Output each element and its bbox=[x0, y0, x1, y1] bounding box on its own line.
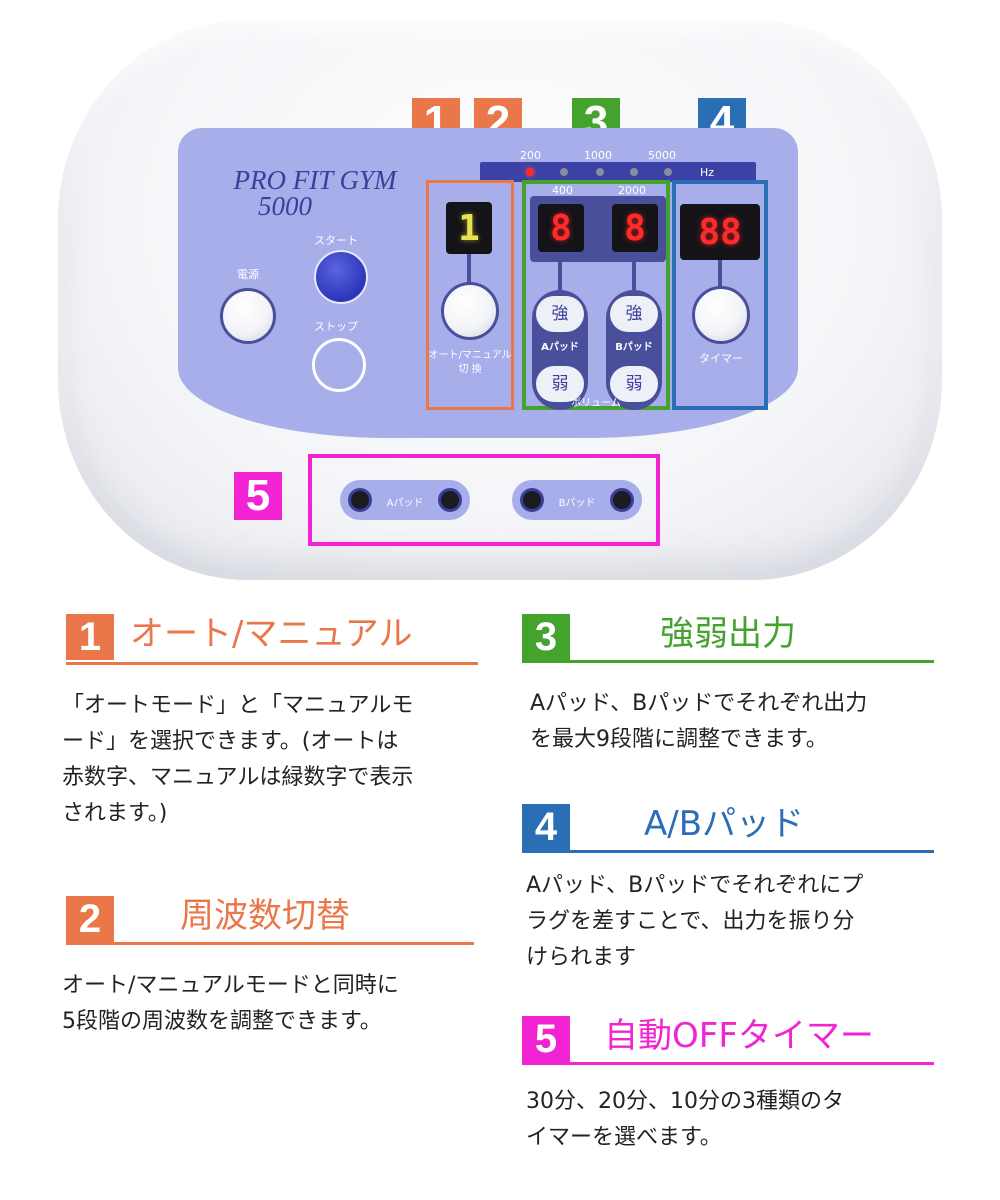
brand-name: PRO FIT GYM bbox=[233, 165, 397, 195]
pad-b-strong-button[interactable]: 強 bbox=[610, 296, 658, 332]
pad-a-display: 8 bbox=[538, 204, 584, 252]
connector-line bbox=[467, 254, 471, 284]
section-1-number: 1 bbox=[66, 614, 114, 660]
section-4-number: 4 bbox=[522, 804, 570, 850]
connector-line bbox=[558, 262, 562, 292]
mode-switch-label-2: 切 換 bbox=[458, 364, 482, 375]
section-1-body: 「オートモード」と「マニュアルモ ード」を選択できます。(オートは 赤数字、マニ… bbox=[62, 688, 492, 832]
jack-b-socket-right[interactable] bbox=[610, 488, 634, 512]
section-4-underline bbox=[522, 850, 934, 853]
connector-line bbox=[632, 262, 636, 292]
timer-label: タイマー bbox=[699, 352, 743, 365]
volume-label: ボリューム bbox=[571, 398, 621, 409]
pad-a-volume-control: 強 Aパッド 弱 bbox=[532, 290, 588, 410]
section-2-body: オート/マニュアルモードと同時に 5段階の周波数を調整できます。 bbox=[62, 968, 492, 1040]
connector-line bbox=[718, 260, 722, 288]
start-button[interactable] bbox=[314, 250, 368, 304]
pad-b-label: Bパッド bbox=[615, 342, 653, 353]
pad-a-digit: 8 bbox=[550, 207, 572, 249]
section-2-line: オート/マニュアルモードと同時に bbox=[62, 973, 399, 998]
section-4-line: Aパッド、Bパッドでそれぞれにプ bbox=[526, 873, 864, 898]
freq-led-1 bbox=[526, 168, 534, 176]
section-4-line: ラグを差すことで、出力を振り分 bbox=[526, 909, 855, 934]
section-2-underline bbox=[66, 942, 474, 945]
jack-b-label: Bパッド bbox=[558, 498, 596, 509]
section-5-number: 5 bbox=[522, 1016, 570, 1062]
section-4-title: A/Bパッド bbox=[644, 804, 805, 844]
section-3-number: 3 bbox=[522, 614, 570, 660]
start-label: スタート bbox=[314, 234, 358, 247]
section-2-line: 5段階の周波数を調整できます。 bbox=[62, 1009, 382, 1034]
pad-b-volume-control: 強 Bパッド 弱 bbox=[606, 290, 662, 410]
badge-5: 5 bbox=[234, 472, 282, 520]
freq-led-5 bbox=[664, 168, 672, 176]
freq-led-4 bbox=[630, 168, 638, 176]
freq-label-400: 400 bbox=[552, 184, 573, 197]
section-1-line: 「オートモード」と「マニュアルモ bbox=[62, 693, 414, 718]
mode-switch-label: オート/マニュアル bbox=[428, 350, 512, 361]
section-5-underline bbox=[522, 1062, 934, 1065]
highlight-box-intensity bbox=[522, 180, 670, 410]
section-5-body: 30分、20分、10分の3種類のタ イマーを選べます。 bbox=[526, 1084, 956, 1156]
section-3-line: を最大9段階に調整できます。 bbox=[530, 727, 828, 752]
jack-a-plate: Aパッド bbox=[340, 480, 470, 520]
jack-a-label: Aパッド bbox=[386, 498, 424, 509]
section-1-line: されます。) bbox=[62, 801, 168, 826]
section-3-underline bbox=[522, 660, 934, 663]
pad-b-digit: 8 bbox=[624, 207, 646, 249]
power-label: 電源 bbox=[237, 268, 259, 281]
section-1-underline bbox=[66, 662, 478, 665]
section-5-line: イマーを選べます。 bbox=[526, 1125, 722, 1150]
mode-display: 1 bbox=[446, 202, 492, 254]
jack-b-plate: Bパッド bbox=[512, 480, 642, 520]
section-5-title: 自動OFFタイマー bbox=[604, 1016, 874, 1056]
timer-digits: 88 bbox=[698, 211, 742, 253]
section-2-title: 周波数切替 bbox=[180, 896, 350, 936]
pad-b-weak-button[interactable]: 弱 bbox=[610, 366, 658, 402]
section-1-line: 赤数字、マニュアルは緑数字で表示 bbox=[62, 765, 414, 790]
section-3-line: Aパッド、Bパッドでそれぞれ出力 bbox=[530, 691, 868, 716]
power-button[interactable] bbox=[220, 288, 276, 344]
section-5-line: 30分、20分、10分の3種類のタ bbox=[526, 1089, 844, 1114]
timer-display: 88 bbox=[680, 204, 760, 260]
freq-unit: Hz bbox=[700, 166, 715, 179]
section-3-title: 強弱出力 bbox=[660, 614, 796, 654]
freq-label-2000: 2000 bbox=[618, 184, 646, 197]
section-3-body: Aパッド、Bパッドでそれぞれ出力 を最大9段階に調整できます。 bbox=[530, 686, 960, 758]
freq-label-5000: 5000 bbox=[648, 149, 676, 162]
jack-a-socket-left[interactable] bbox=[348, 488, 372, 512]
freq-label-200: 200 bbox=[520, 149, 541, 162]
section-4-body: Aパッド、Bパッドでそれぞれにプ ラグを差すことで、出力を振り分 けられます bbox=[526, 868, 956, 976]
freq-led-3 bbox=[596, 168, 604, 176]
stop-button[interactable] bbox=[312, 338, 366, 392]
pad-a-label: Aパッド bbox=[541, 342, 579, 353]
section-4-line: けられます bbox=[526, 945, 637, 970]
section-1-title: オート/マニュアル bbox=[130, 614, 413, 654]
jack-b-socket-left[interactable] bbox=[520, 488, 544, 512]
highlight-box-mode bbox=[426, 180, 514, 410]
freq-label-1000: 1000 bbox=[584, 149, 612, 162]
jack-a-socket-right[interactable] bbox=[438, 488, 462, 512]
pad-a-strong-button[interactable]: 強 bbox=[536, 296, 584, 332]
highlight-box-jacks bbox=[308, 454, 660, 546]
section-2-number: 2 bbox=[66, 896, 114, 942]
freq-led-2 bbox=[560, 168, 568, 176]
pad-b-display: 8 bbox=[612, 204, 658, 252]
highlight-box-timer bbox=[672, 180, 768, 410]
pad-a-weak-button[interactable]: 弱 bbox=[536, 366, 584, 402]
mode-switch-button[interactable] bbox=[441, 282, 499, 340]
stop-label: ストップ bbox=[314, 320, 358, 333]
brand-model: 5000 bbox=[258, 191, 312, 221]
mode-digit: 1 bbox=[458, 207, 480, 249]
frequency-strip bbox=[480, 162, 756, 182]
timer-button[interactable] bbox=[692, 286, 750, 344]
section-1-line: ード」を選択できます。(オートは bbox=[62, 729, 399, 754]
